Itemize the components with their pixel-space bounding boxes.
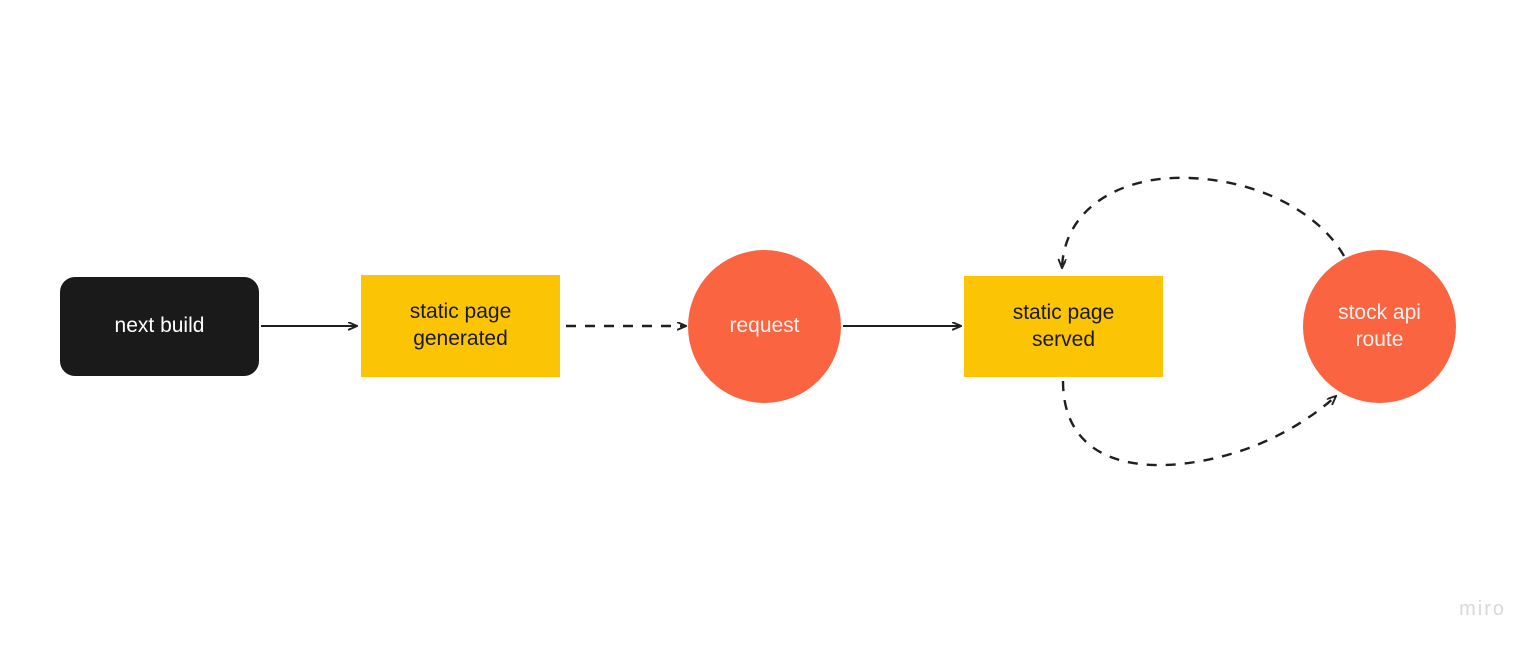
node-next-build[interactable]: next build (60, 277, 259, 376)
miro-watermark-logo: miro (1459, 598, 1506, 620)
node-next-build-label: next build (114, 314, 205, 338)
node-request[interactable]: request (688, 250, 841, 403)
edge-stock-api-route-to-static-page-served (1062, 176, 1346, 268)
node-static-page-served-label: static page served (1012, 300, 1115, 351)
node-static-page-generated[interactable]: static page generated (361, 275, 560, 377)
node-static-page-served[interactable]: static page served (964, 276, 1163, 377)
node-request-label: request (729, 314, 800, 338)
node-static-page-generated-label: static page generated (409, 300, 512, 350)
node-stock-api-route[interactable]: stock api route (1303, 250, 1456, 403)
edge-static-page-served-to-stock-api-route (1061, 380, 1336, 467)
node-stock-api-route-label: stock api route (1338, 300, 1421, 351)
